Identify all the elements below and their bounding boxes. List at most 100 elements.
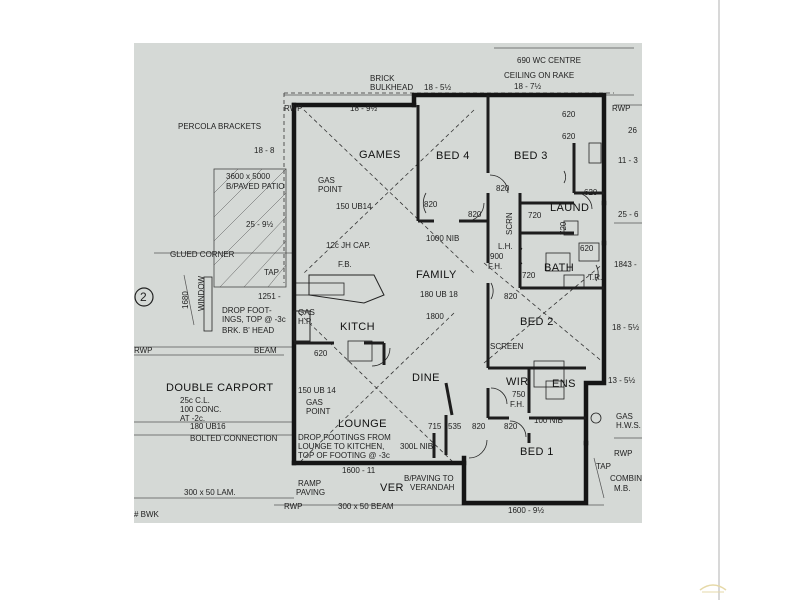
downpipe-marker [590, 412, 602, 424]
label-fh-900b: F.H. [488, 262, 502, 271]
dim-535: 535 [448, 422, 462, 431]
label-rwp-top-right: RWP [612, 104, 631, 113]
dim-820-f: 820 [504, 422, 518, 431]
label-tr: T.R. [588, 273, 602, 282]
label-patio-2: B/PAVED PATIO [226, 182, 285, 191]
label-paving-1: B/PAVING TO [404, 474, 454, 483]
room-dine: DINE [412, 372, 440, 384]
label-brick: BRICK [370, 74, 395, 83]
label-lounge-note-1: DROP FOOTINGS FROM [298, 433, 391, 442]
label-beam-left: BEAM [254, 346, 277, 355]
label-ub14: 150 UB14 [336, 202, 372, 211]
corner-logo-icon [699, 584, 727, 593]
label-nib-1000: 1000 NIB [426, 234, 459, 243]
dim-13-5: 13 - 5½ [608, 376, 635, 385]
dim-26: 26 [628, 126, 637, 135]
label-bolted: BOLTED CONNECTION [190, 434, 278, 443]
dim-620-c: 620 [584, 188, 598, 197]
label-lounge-note-2: LOUNGE TO KITCHEN, [298, 442, 384, 451]
room-lounge: LOUNGE [338, 418, 387, 430]
label-fh-750a: 750 [512, 390, 526, 399]
room-double-carport: DOUBLE CARPORT [166, 382, 273, 394]
dim-820-c: 820 [496, 184, 510, 193]
label-lounge-note-3: TOP OF FOOTING @ -3c [298, 451, 390, 460]
label-bulkhead: BULKHEAD [370, 83, 413, 92]
label-lh: L.H. [498, 242, 513, 251]
dim-25-6: 25 - 6 [618, 210, 639, 219]
label-fb: F.B. [338, 260, 352, 269]
label-paving-2: VERANDAH [410, 483, 455, 492]
label-ub16: 180 UB16 [190, 422, 226, 431]
label-percola-brackets: PERCOLA BRACKETS [178, 122, 261, 131]
external-walls [291, 92, 607, 506]
section-marker-number: 2 [140, 290, 147, 304]
label-bwk: # BWK [134, 510, 160, 519]
dim-18-8: 18 - 8 [254, 146, 275, 155]
room-bed3: BED 3 [514, 150, 548, 162]
label-ceiling-on-rake: CEILING ON RAKE [504, 71, 574, 80]
label-screen: SCREEN [490, 342, 524, 351]
dim-1680: 1680 [181, 291, 190, 309]
dim-18-7: 18 - 7½ [514, 82, 541, 91]
label-carport-3: AT -2c. [180, 414, 205, 423]
dim-18-5: 18 - 5½ [424, 83, 451, 92]
label-fh-750b: F.H. [510, 400, 524, 409]
label-jh-cap: 12c JH CAP. [326, 241, 371, 250]
dim-25-9: 25 - 9½ [246, 220, 273, 229]
internal-walls [294, 95, 604, 458]
dim-620-d: 620 [580, 244, 594, 253]
dim-1600-9: 1600 - 9½ [508, 506, 544, 515]
dim-11-3: 11 - 3 [618, 156, 638, 165]
dim-720-b: 720 [559, 221, 568, 235]
dim-620-b: 620 [562, 132, 576, 141]
label-combin-1: COMBIN [610, 474, 642, 483]
label-ub18: 180 UB 18 [420, 290, 458, 299]
room-games: GAMES [359, 149, 401, 161]
floor-plan-scan: GAMES BED 4 BED 3 LAUND FAMILY BATH KITC… [134, 43, 642, 523]
door-swings [371, 170, 599, 459]
label-nib-100: 100 NIB [534, 416, 563, 425]
label-scrn: SCRN [505, 212, 514, 235]
label-carport-2: 100 CONC. [180, 405, 221, 414]
label-gas-hp-1: GAS [298, 308, 315, 317]
label-gas-hp-2: H.P. [298, 317, 313, 326]
label-gas-hws-2: H.W.S. [616, 421, 641, 430]
label-gas-point-a2: POINT [318, 185, 343, 194]
label-tap-left: TAP [264, 268, 279, 277]
room-family: FAMILY [416, 269, 457, 281]
label-gas-point-b1: GAS [306, 398, 323, 407]
label-brk-head: BRK. B' HEAD [222, 326, 274, 335]
ensuite-fixtures [293, 142, 602, 400]
label-ub14b: 150 UB 14 [298, 386, 336, 395]
dim-1251: 1251 - [258, 292, 281, 301]
label-ramp-1: RAMP [298, 479, 321, 488]
label-rwp-right: RWP [614, 449, 633, 458]
room-kitch: KITCH [340, 321, 375, 333]
window-label: WINDOW [197, 275, 206, 311]
label-patio-1: 3600 x 5000 [226, 172, 271, 181]
label-glued-corner: GLUED CORNER [170, 250, 235, 259]
room-bath: BATH [544, 262, 574, 274]
label-fh-900a: 900 [490, 252, 504, 261]
label-tap-right: TAP [596, 462, 611, 471]
dim-820-e: 820 [472, 422, 486, 431]
label-drop-1: DROP FOOT- [222, 306, 272, 315]
label-rwp-bottom: RWP [284, 502, 303, 511]
dim-820-b: 820 [468, 210, 482, 219]
dimension-lines [134, 47, 642, 506]
dim-1843: 1843 - [614, 260, 637, 269]
window-left [203, 276, 213, 332]
page-edge [718, 0, 720, 600]
label-wc-centre: 690 WC CENTRE [517, 56, 581, 65]
dim-620-a: 620 [562, 110, 576, 119]
label-drop-2: INGS, TOP @ -3c [222, 315, 286, 324]
room-bed4: BED 4 [436, 150, 470, 162]
floor-plan-drawing: GAMES BED 4 BED 3 LAUND FAMILY BATH KITC… [134, 47, 642, 519]
room-ens: ENS [552, 378, 576, 390]
room-bed1: BED 1 [520, 446, 554, 458]
section-marker [134, 287, 154, 307]
room-wir: WIR [506, 376, 529, 388]
label-combin-2: M.B. [614, 484, 630, 493]
label-carport-1: 25c C.L. [180, 396, 210, 405]
